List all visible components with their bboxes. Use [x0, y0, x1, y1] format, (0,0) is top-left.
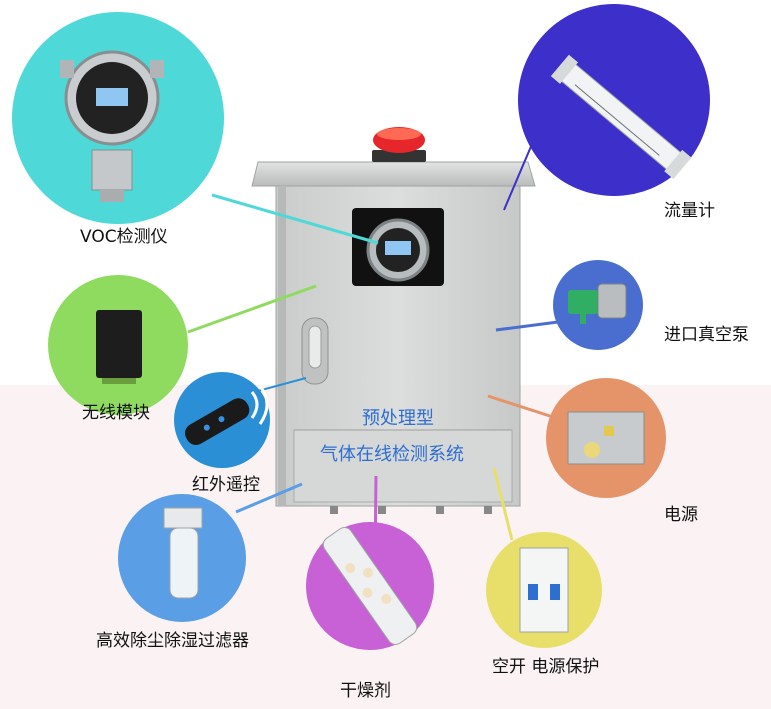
- filter-connector: [235, 482, 303, 514]
- signal-wave-icon: [250, 391, 259, 419]
- label-filter: 高效除尘除湿过滤器: [96, 631, 249, 651]
- door-lock-icon: [301, 317, 329, 385]
- label-power-supply: 电源: [664, 505, 698, 525]
- wireless-module-icon: [96, 310, 142, 384]
- flowmeter-icon: [550, 54, 692, 180]
- breaker-connector: [492, 467, 514, 541]
- breaker-bubble: [486, 532, 602, 648]
- filter-bubble: [118, 494, 246, 622]
- alarm-light-icon: [372, 127, 426, 162]
- label-vacuum-pump: 进口真空泵: [664, 325, 749, 345]
- desiccant-bubble: [306, 522, 434, 650]
- label-voc-detector: VOC检测仪: [80, 227, 168, 247]
- vacuum-pump-icon: [568, 283, 627, 324]
- power-connector: [487, 394, 557, 420]
- vacuum-pump-bubble: [553, 260, 643, 350]
- wireless-module-bubble: [48, 275, 188, 415]
- label-breaker: 空开 电源保护: [492, 657, 600, 677]
- cabinet: [251, 127, 536, 514]
- voc-detector-icon: [60, 50, 164, 202]
- wireless-connector: [187, 284, 317, 334]
- cabinet-title-line1: 预处理型: [362, 408, 434, 429]
- cabinet-title-line2: 气体在线检测系统: [320, 444, 464, 465]
- label-flowmeter: 流量计: [664, 201, 715, 221]
- power-supply-icon: [567, 411, 645, 465]
- label-wireless-module: 无线模块: [82, 403, 150, 423]
- label-desiccant: 干燥剂: [340, 681, 391, 701]
- pump-connector: [495, 320, 559, 332]
- voc-connector: [211, 193, 379, 245]
- remote-control-icon: [185, 398, 250, 445]
- desiccant-tube-icon: [322, 527, 418, 645]
- remote-bubble: [174, 372, 270, 468]
- filter-icon: [163, 507, 203, 599]
- label-remote-control: 红外遥控: [192, 475, 260, 495]
- circuit-breaker-icon: [519, 547, 569, 633]
- flowmeter-bubble: [518, 4, 710, 196]
- power-supply-bubble: [546, 378, 666, 498]
- voc-detector-bubble: [12, 12, 224, 224]
